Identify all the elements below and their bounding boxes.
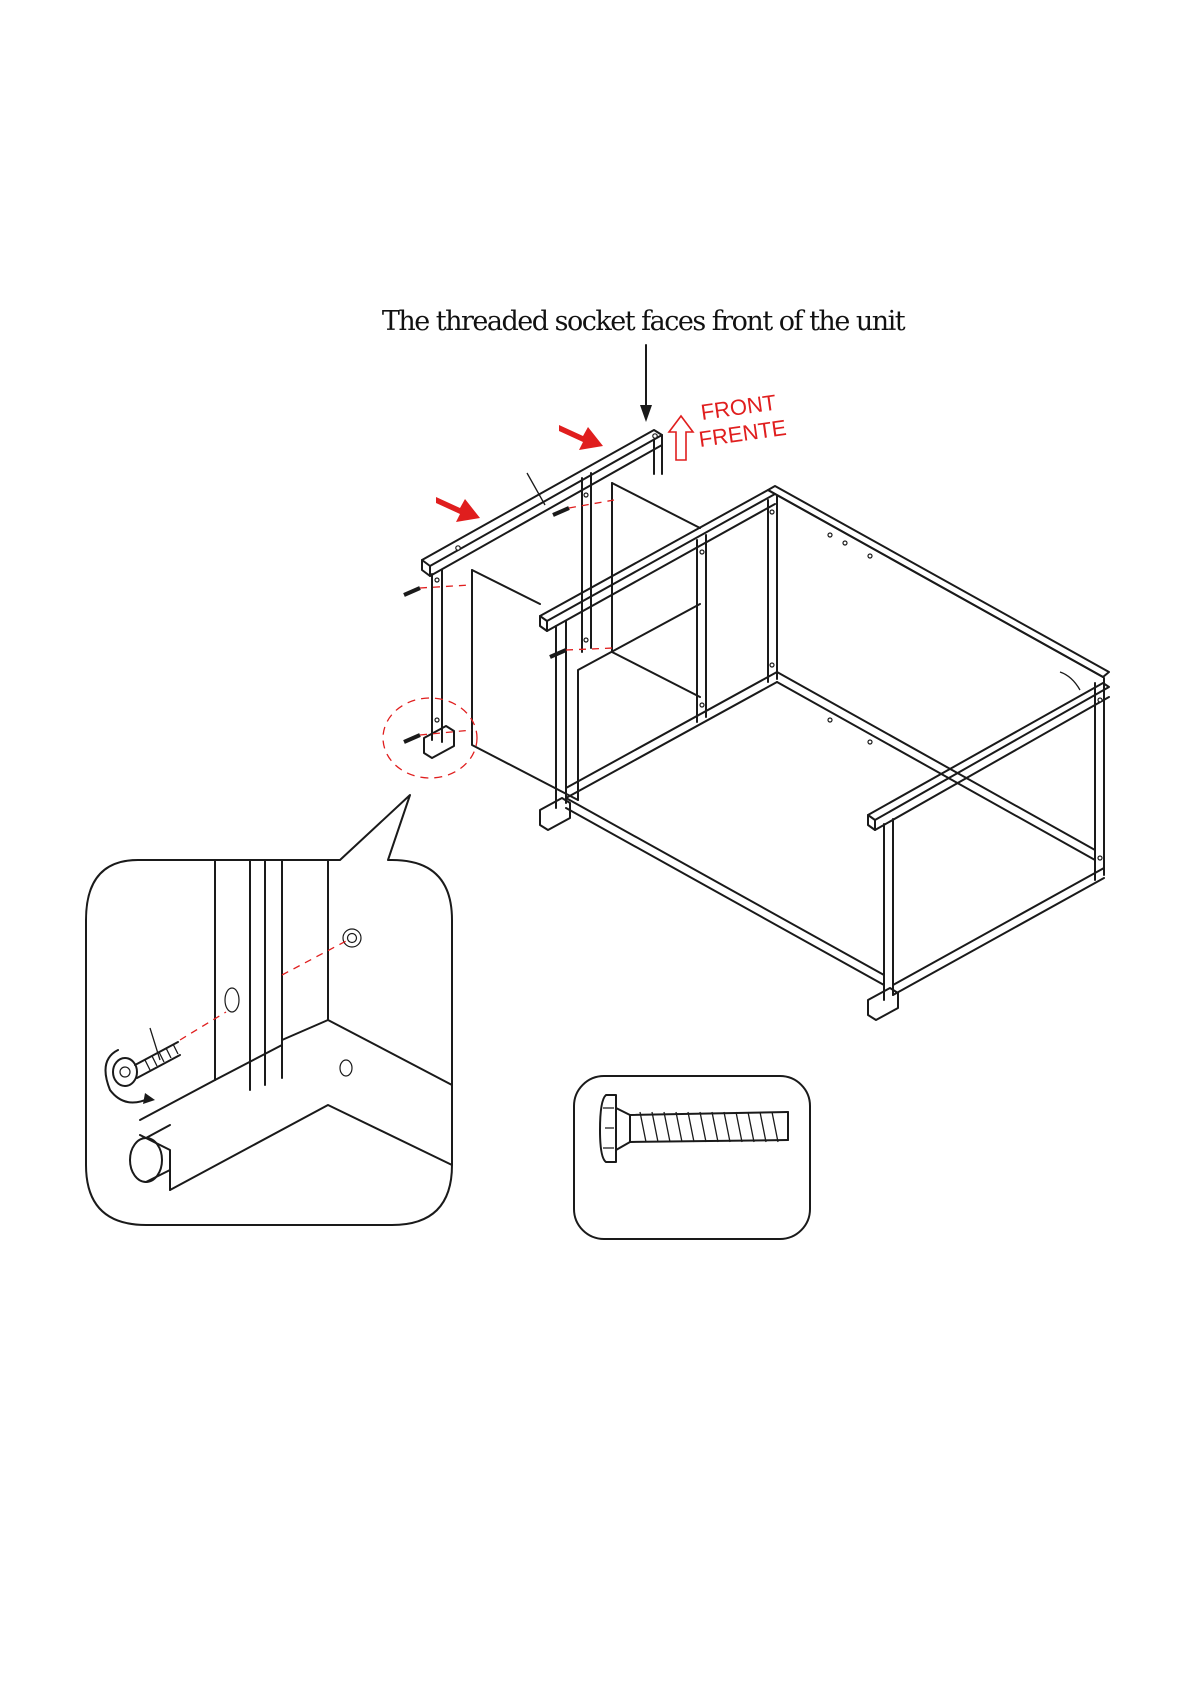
screw-icon (404, 730, 472, 742)
red-insert-arrow-icon (559, 425, 603, 450)
side-frame-left (422, 430, 662, 758)
red-insert-arrow-icon (436, 497, 480, 522)
screw-icon (404, 585, 470, 595)
hardware-inset (574, 1076, 810, 1239)
down-arrow-icon (640, 345, 652, 422)
detail-screw-icon (113, 1042, 180, 1086)
detail-callout (86, 795, 452, 1225)
up-outline-arrow-icon (669, 416, 693, 460)
socket-note: The threaded socket faces front of the u… (382, 306, 906, 337)
bolt-icon (600, 1095, 788, 1162)
front-indicator: FRONT FRENTE (669, 390, 788, 460)
detail-marker (383, 698, 477, 778)
main-frame (540, 486, 1109, 1020)
